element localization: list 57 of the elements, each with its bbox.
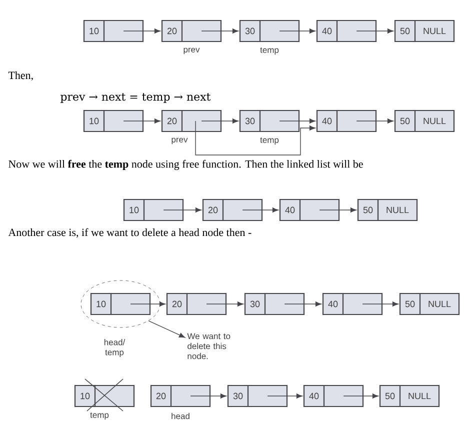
- list-node-box: 50 NULL: [394, 110, 455, 132]
- pointer-label: head/ temp: [104, 339, 126, 357]
- pointer-label: head: [172, 412, 190, 420]
- list-node-box: 40: [316, 110, 377, 132]
- pointer-arrow: [163, 208, 202, 212]
- list-node-box: 20: [161, 20, 222, 42]
- pointer-arrow: [319, 208, 356, 212]
- list-node-box: 30: [227, 384, 288, 408]
- list-node-box: 10: [90, 292, 151, 316]
- list-node-box: 20: [150, 384, 211, 408]
- list-node-box: 40: [279, 198, 340, 222]
- list-node-box: 40: [316, 20, 377, 42]
- list-node-box: 10: [83, 20, 144, 42]
- list-node-box: 40: [322, 292, 383, 316]
- pointer-arrow: [201, 28, 238, 34]
- list-node-box: 30: [239, 20, 300, 42]
- pointer-arrow: [343, 394, 378, 398]
- text-line: Another case is, if we want to delete a head node then -: [8, 228, 252, 238]
- list-node-box: 20: [161, 110, 222, 132]
- pointer-arrow: [201, 118, 238, 124]
- pointer-arrow: [123, 28, 160, 34]
- pointer-arrow: [267, 394, 302, 398]
- list-node-box: 10: [83, 110, 144, 132]
- text-line: prev → next = temp → next: [60, 93, 211, 103]
- pointer-arrow: [130, 302, 166, 306]
- dashed-ellipse: [80, 280, 160, 328]
- list-node-box: 10: [74, 384, 135, 408]
- list-node-box: 50 NULL: [379, 384, 440, 408]
- pointer-arrow: [362, 302, 398, 306]
- text-line: Now we will free the temp node using free function. Then the linked list will be: [8, 160, 363, 170]
- pointer-arrow: [279, 28, 316, 34]
- list-node-box: 30: [239, 110, 300, 132]
- list-node-box: 50 NULL: [357, 198, 418, 222]
- pointer-arrow: [356, 28, 394, 34]
- pointer-arrow: [356, 118, 394, 124]
- pointer-label: temp: [90, 412, 109, 420]
- list-node-box: 30: [244, 292, 305, 316]
- list-node-box: 40: [303, 384, 364, 408]
- list-node-box: 20: [166, 292, 227, 316]
- pointer-label: prev: [184, 48, 200, 54]
- pointer-label: temp: [260, 137, 279, 145]
- list-node-box: 10: [123, 198, 184, 222]
- text-line: Then,: [8, 71, 33, 81]
- pointer-arrow: [279, 118, 316, 124]
- list-node-box: 20: [202, 198, 263, 222]
- pointer-arrow: [190, 394, 226, 398]
- leader-arrow: [148, 320, 186, 338]
- pointer-label: prev: [172, 138, 188, 144]
- bypass-arrow: [195, 120, 316, 156]
- pointer-label: temp: [260, 47, 279, 55]
- pointer-arrow: [206, 302, 244, 306]
- pointer-arrow: [242, 208, 278, 212]
- pointer-arrow: [284, 302, 322, 306]
- list-node-box: 50 NULL: [399, 292, 460, 316]
- callout-text: We want to delete this node.: [187, 333, 230, 360]
- pointer-arrow: [123, 118, 160, 124]
- list-node-box: 50 NULL: [394, 20, 455, 42]
